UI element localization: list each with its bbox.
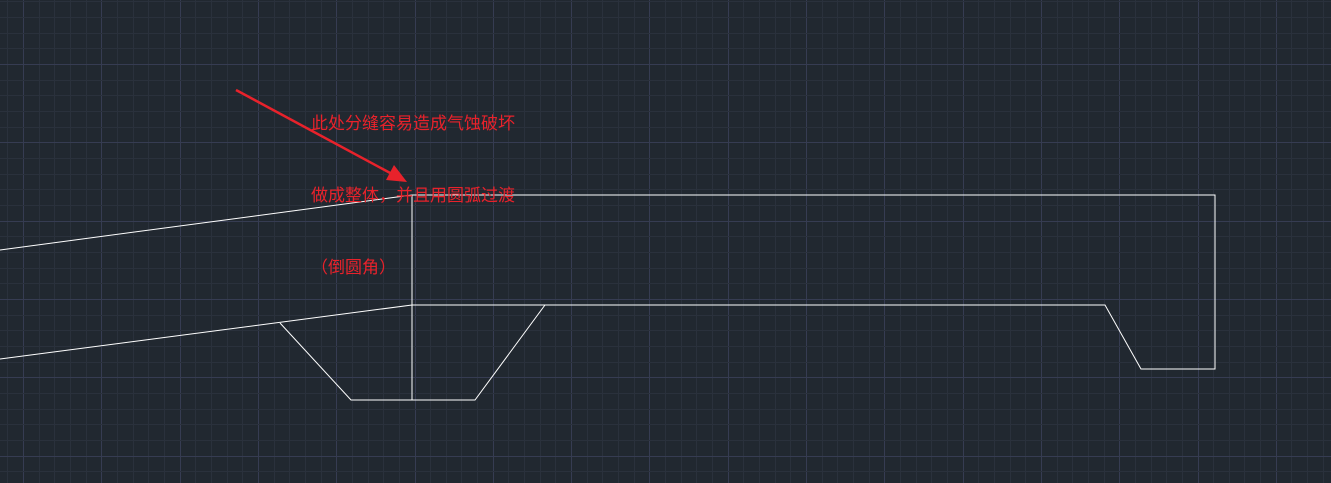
- annotation-line-2: 做成整体，并且用圆弧过渡: [311, 186, 515, 206]
- leader-arrow: [235, 88, 407, 182]
- arrowhead-icon: [386, 165, 407, 182]
- annotation-line-3: （倒圆角）: [311, 258, 396, 278]
- annotation-line-1: 此处分缝容易造成气蚀破坏: [311, 114, 515, 134]
- main-block-outline[interactable]: [279, 194, 1216, 401]
- sloped-top-line[interactable]: [0, 194, 413, 251]
- sloped-bottom-line[interactable]: [0, 304, 413, 360]
- annotation-text: 此处分缝容易造成气蚀破坏 做成整体，并且用圆弧过渡 （倒圆角）: [311, 64, 515, 328]
